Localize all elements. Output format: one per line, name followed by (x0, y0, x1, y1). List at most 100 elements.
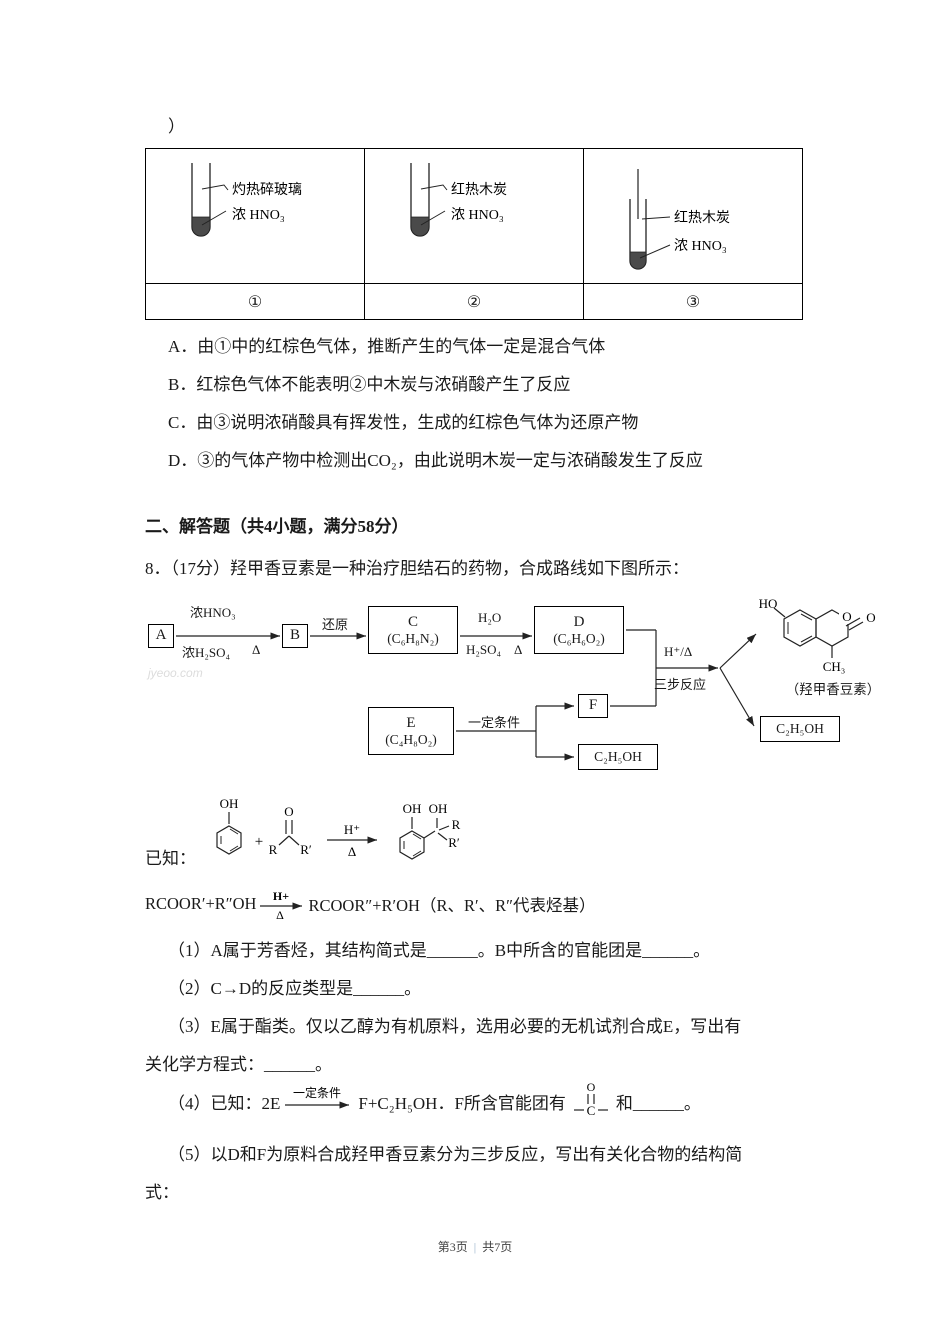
subquestion-5-line2: 式： (145, 1183, 179, 1202)
test-tube-illustration-3: 红热木炭 浓 HNO₃ (629, 169, 730, 270)
coumarin-carbonyl-o-label: O (866, 610, 875, 625)
carbonyl-o-label: O (587, 1080, 596, 1094)
q4-condition-arrow: 一定条件 (285, 1086, 350, 1109)
question8-stem: 8．（17分）羟甲香豆素是一种治疗胆结石的药物，合成路线如下图所示： (145, 559, 689, 578)
phenol-oh-label: OH (220, 796, 239, 811)
cell-number-1: ① (145, 283, 365, 320)
step5-condition: 一定条件 (468, 715, 521, 730)
coumarin-structure: HO O O CH₃ (759, 596, 876, 674)
transesterification-equation: RCOOR′+R″OH H+ Δ RCOOR″+R′OH（R、R′、R″代表烃基… (145, 886, 595, 922)
box-c-label: C (407, 613, 418, 630)
subquestion-2: （2）C→D的反应类型是______。 (168, 979, 422, 998)
carbonyl-group-structure: O C (573, 1080, 608, 1118)
footer-total-pages: 共7页 (482, 1240, 513, 1254)
option-d: D．③的气体产物中检测出CO₂，由此说明木炭一定与浓硝酸发生了反应 (168, 451, 703, 470)
tube2-top-label: 红热木炭 (451, 182, 507, 198)
step4-condition-bottom: 三步反应 (654, 677, 707, 692)
box-e-label: E (406, 714, 416, 731)
product-oh1-label: OH (403, 801, 422, 816)
subquestion-4: （4）已知：2E 一定条件 F+C₂H₅OH．F所含官能团有 O C 和____… (168, 1080, 701, 1122)
box-ethanol-right: C₂H₅OH (760, 716, 840, 742)
watermark: jyeoo.com (148, 666, 203, 680)
equation-arrow-bottom: Δ (277, 908, 285, 922)
subquestion-5-line1: （5）以D和F为原料合成羟甲香豆素分为三步反应，写出有关化合物的结构简 (168, 1145, 743, 1164)
q4-arrow-label: 一定条件 (293, 1086, 341, 1100)
step2-label: 还原 (322, 617, 349, 632)
ethanol-mid-label: C₂H₅OH (594, 749, 642, 765)
box-f-label: F (588, 697, 598, 714)
box-ethanol-mid: C₂H₅OH (578, 744, 658, 770)
tube2-bottom-label: 浓 HNO₃ (451, 207, 504, 223)
ketone-o-label: O (284, 804, 293, 819)
table-number-row: ① ② ③ (145, 283, 803, 320)
equation-right: RCOOR″+R′OH（R、R′、R″代表烃基） (308, 896, 596, 915)
coumarin-ho-label: HO (759, 596, 778, 611)
experiment-table: 灼热碎玻璃 浓 HNO₃ 红热木炭 浓 HNO₃ (145, 148, 803, 320)
box-d-label: D (573, 613, 585, 630)
box-c-formula: (C₆H₈N₂) (387, 630, 439, 646)
ethanol-right-label: C₂H₅OH (776, 721, 824, 737)
subquestion-1: （1）A属于芳香烃，其结构简式是______。B中所含的官能团是______。 (168, 941, 711, 960)
ketone-r-label: R (269, 842, 278, 857)
box-b-label: B (289, 627, 300, 644)
ketone-structure: O R R′ (269, 804, 312, 857)
subquestion-4-mid: F+C₂H₅OH．F所含官能团有 (358, 1093, 566, 1113)
cell-number-3: ③ (583, 283, 803, 320)
table-cell-2: 红热木炭 浓 HNO₃ (364, 148, 584, 284)
known-arrow-bottom: Δ (348, 844, 356, 859)
box-d-formula: (C₆H₆O₂) (553, 630, 605, 646)
known-reaction-scheme: OH + O R R′ H⁺ Δ (216, 796, 461, 860)
box-e-formula: (C₄H₈O₂) (385, 731, 437, 747)
coumarin-ch3-label: CH₃ (823, 659, 846, 674)
section-title: 二、解答题（共4小题，满分58分） (145, 517, 409, 536)
ketone-rprime-label: R′ (300, 842, 312, 857)
tube1-top-label: 灼热碎玻璃 (232, 181, 302, 198)
coumarin-ring-o-label: O (842, 609, 851, 624)
box-c: C (C₆H₈N₂) (368, 606, 458, 654)
table-cell-3: 红热木炭 浓 HNO₃ (583, 148, 803, 284)
footer-separator: | (473, 1240, 477, 1254)
subquestion-4-post: 和______。 (615, 1093, 701, 1113)
table-image-row: 灼热碎玻璃 浓 HNO₃ 红热木炭 浓 HNO₃ (145, 148, 803, 284)
option-b: B．红棕色气体不能表明②中木炭与浓硝酸产生了反应 (168, 375, 571, 394)
box-a: A (148, 624, 174, 648)
table-cell-1: 灼热碎玻璃 浓 HNO₃ (145, 148, 365, 284)
option-c: C．由③说明浓硝酸具有挥发性，生成的红棕色气体为还原产物 (168, 413, 639, 432)
option-a: A．由①中的红棕色气体，推断产生的气体一定是混合气体 (168, 337, 606, 356)
equation-arrow: H+ Δ (260, 889, 303, 922)
step1-reagent-top: 浓HNO₃ (190, 605, 236, 620)
test-tube-illustration-2: 红热木炭 浓 HNO₃ (410, 163, 507, 237)
known-label: 已知： (145, 849, 196, 868)
step4-condition-top: H⁺/Δ (664, 644, 693, 659)
tube3-bottom-label: 浓 HNO₃ (674, 238, 727, 254)
known-arrow: H⁺ Δ (327, 822, 377, 859)
product-r-label: R (452, 817, 461, 832)
equation-arrow-top: H+ (273, 889, 289, 903)
step3-reagent-top: H₂O (478, 610, 502, 625)
footer-page-number: 第3页 (437, 1240, 468, 1254)
subquestion-3-line2: 关化学方程式：______。 (145, 1055, 332, 1074)
product-rprime-label: R′ (448, 835, 460, 850)
tube3-top-label: 红热木炭 (674, 210, 730, 226)
step3-delta: Δ (514, 642, 523, 657)
known-info: 已知： OH + O (145, 790, 785, 886)
tube1-bottom-label: 浓 HNO₃ (232, 207, 285, 223)
known-product-structure: OH OH R R′ (399, 801, 461, 860)
known-arrow-top: H⁺ (344, 822, 360, 837)
cell-number-2: ② (364, 283, 584, 320)
subquestion-3-line1: （3）E属于酯类。仅以乙醇为有机原料，选用必要的无机试剂合成E，写出有 (168, 1017, 742, 1036)
coumarin-caption: （羟甲香豆素） (785, 682, 881, 697)
phenol-structure: OH (216, 796, 242, 855)
box-b: B (282, 624, 308, 648)
step1-delta: Δ (252, 642, 261, 657)
box-f: F (578, 694, 608, 718)
box-a-label: A (155, 627, 167, 644)
answer-paren: ） (168, 117, 185, 136)
plus-sign: + (255, 834, 263, 850)
box-d: D (C₆H₆O₂) (534, 606, 624, 654)
box-e: E (C₄H₈O₂) (368, 707, 454, 755)
step3-reagent-bottom: H₂SO₄ (466, 642, 502, 657)
synthesis-route-diagram: HO O O CH₃ jyeoo.com A B C (C₆H₈N₂) D (C… (140, 586, 910, 794)
product-oh2-label: OH (429, 801, 448, 816)
